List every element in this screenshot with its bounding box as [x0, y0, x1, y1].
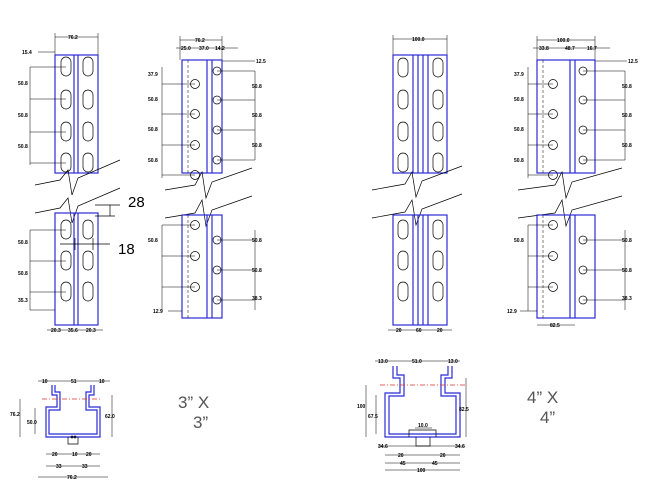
- width-label: 100.0: [412, 37, 425, 43]
- top-label-3: 14.2: [215, 46, 225, 52]
- bottom-label-4: 33: [82, 464, 88, 470]
- size-label-line-2: 4”: [540, 408, 555, 427]
- top-label-2: 37.0: [199, 46, 209, 52]
- right-label: 62.0: [105, 414, 115, 420]
- height-label: 76.2: [10, 412, 20, 418]
- top-right-label: 12.5: [628, 59, 638, 65]
- right-pitch-label-1: 50.8: [622, 84, 632, 90]
- bottom-label: 82.5: [550, 323, 560, 329]
- pitch-label-4: 50.8: [18, 240, 28, 246]
- right-bottom-label: 38.3: [252, 296, 262, 302]
- pitch-label-2: 50.8: [18, 113, 28, 119]
- upright-4x4-slotted: 100.0 20: [371, 35, 463, 334]
- left-top-label: 37.9: [148, 72, 158, 78]
- width-label: 76.2: [68, 35, 78, 41]
- bottom-label-4: 45: [432, 461, 438, 467]
- inner-label: 67.5: [368, 414, 378, 420]
- base-label-1: 20.3: [51, 328, 61, 334]
- width-label: 100.0: [557, 38, 570, 44]
- top-label-1: 13.0: [378, 359, 388, 365]
- bottom-mid-label: 10: [72, 452, 78, 458]
- bottom-side-label-2: 34.6: [455, 444, 465, 450]
- section-3x3: 10 51 10 76.2 50.0 62.0 20 10 20 33 33 7…: [10, 379, 115, 481]
- height-label: 100: [357, 404, 366, 410]
- pitch-label-3: 50.8: [514, 158, 524, 164]
- bottom-left-label: 12.9: [153, 309, 163, 315]
- pitch-label-4: 50.8: [514, 238, 524, 244]
- pitch-label-4: 50.8: [148, 238, 158, 244]
- top-label-2: 51: [71, 379, 77, 385]
- pitch-label-5: 50.8: [18, 271, 28, 277]
- bottom-left-label: 12.9: [507, 309, 517, 315]
- base-label-1: 20: [396, 328, 402, 334]
- overall-label: 100: [417, 468, 426, 474]
- bottom-label-3: 45: [400, 461, 406, 467]
- right-pitch-label-2: 50.8: [252, 113, 262, 119]
- pitch-label-3: 50.8: [148, 158, 158, 164]
- top-label-3: 13.0: [448, 359, 458, 365]
- right-bottom-label: 38.3: [622, 296, 632, 302]
- bottom-label-1: 20: [398, 453, 404, 459]
- bottom-label-3: 33: [56, 464, 62, 470]
- right-pitch-label-3: 50.8: [252, 143, 262, 149]
- pitch-label-1: 50.8: [18, 81, 28, 87]
- size-label-line-1: 3” X: [178, 393, 209, 412]
- width-label: 76.2: [195, 38, 205, 44]
- slot-height-label: 28: [128, 194, 145, 211]
- pitch-label-2: 50.8: [514, 127, 524, 133]
- upright-4x4-round: 100.0 33.8 48.7 16.7 12.5: [507, 36, 638, 329]
- size-label-line-2: 3”: [193, 413, 208, 432]
- edge-label: 15.4: [22, 50, 32, 56]
- right-pitch-label-5: 50.8: [622, 268, 632, 274]
- bottom-label-2: 20: [440, 453, 446, 459]
- size-label-4x4: 4” X 4”: [527, 388, 558, 427]
- bottom-side-label-1: 34.6: [378, 444, 388, 450]
- pitch-label-3: 50.8: [18, 144, 28, 150]
- top-label-3: 10: [99, 379, 105, 385]
- upright-3x3-round: 76.2 25.0 37.0 14.2 12.5: [148, 36, 266, 319]
- top-label-1: 25.0: [181, 46, 191, 52]
- top-label-2: 51.0: [412, 359, 422, 365]
- bottom-label-2: 20: [86, 452, 92, 458]
- right-pitch-label-4: 50.8: [622, 238, 632, 244]
- right-pitch-label-2: 50.8: [622, 113, 632, 119]
- upright-3x3-slotted: 76.2 15.4 50.8 50.8 50.8: [18, 33, 145, 334]
- size-label-line-1: 4” X: [527, 388, 558, 407]
- top-label-1: 33.8: [539, 46, 549, 52]
- slot-width-label: 18: [118, 241, 135, 258]
- center-label: 10.0: [418, 423, 428, 429]
- base-label-2: 60: [416, 328, 422, 334]
- top-label-2: 48.7: [565, 46, 575, 52]
- right-label: 82.5: [459, 407, 469, 413]
- section-4x4: 13.0 51.0 13.0 100 67.5 82.5 10.0 34.6 3…: [357, 359, 469, 474]
- left-top-label: 37.9: [514, 72, 524, 78]
- pitch-label-1: 50.8: [514, 97, 524, 103]
- pitch-label-2: 50.8: [148, 127, 158, 133]
- top-label-1: 10: [42, 379, 48, 385]
- right-pitch-label-4: 50.8: [252, 238, 262, 244]
- right-pitch-label-1: 50.8: [252, 84, 262, 90]
- overall-label: 76.2: [67, 475, 77, 481]
- right-pitch-label-5: 50.8: [252, 268, 262, 274]
- top-right-label: 12.5: [256, 59, 266, 65]
- size-label-3x3: 3” X 3”: [178, 393, 209, 432]
- pitch-label-1: 50.8: [148, 97, 158, 103]
- base-label-3: 20.3: [86, 328, 96, 334]
- inner-label: 50.0: [27, 420, 37, 426]
- base-label-2: 35.6: [68, 328, 78, 334]
- right-pitch-label-3: 50.8: [622, 143, 632, 149]
- bottom-label: 35.3: [18, 298, 28, 304]
- top-label-3: 16.7: [587, 46, 597, 52]
- base-label-3: 20: [437, 328, 443, 334]
- bottom-label-1: 20: [52, 452, 58, 458]
